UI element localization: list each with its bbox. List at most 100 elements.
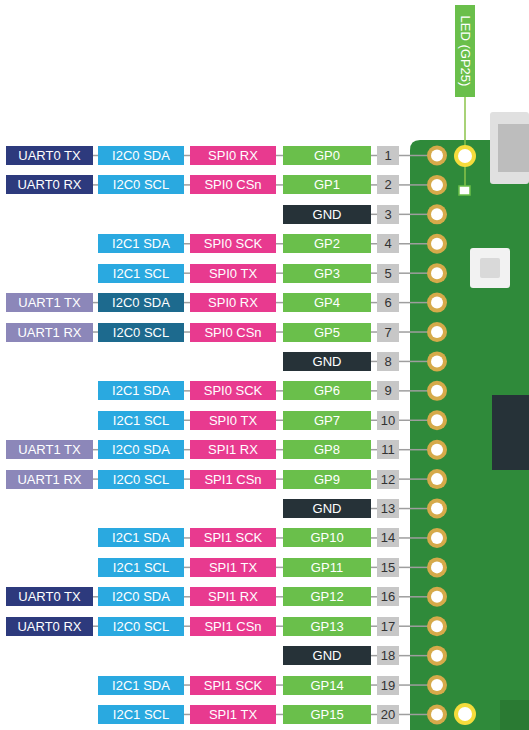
- gpio-label: GP1: [283, 175, 371, 194]
- label-text: GP0: [314, 149, 340, 162]
- pin-number: 20: [377, 705, 399, 724]
- pin-number: 14: [377, 528, 399, 547]
- uart-label: UART0 RX: [6, 617, 93, 636]
- label-text: I2C1 SDA: [112, 679, 170, 692]
- led-leader: [464, 97, 466, 186]
- label-text: UART0 TX: [18, 590, 80, 603]
- label-text: SPI0 TX: [209, 267, 257, 280]
- label-text: 13: [381, 502, 395, 515]
- spi-label: SPI0 SCK: [190, 381, 276, 400]
- label-text: I2C1 SDA: [112, 531, 170, 544]
- pin-pad: [427, 499, 447, 519]
- spi-label: SPI1 SCK: [190, 676, 276, 695]
- label-text: GND: [313, 649, 342, 662]
- label-text: 6: [384, 296, 391, 309]
- pin-pad: [427, 234, 447, 254]
- label-text: GP15: [310, 708, 343, 721]
- pin-pad: [427, 351, 447, 371]
- label-text: I2C0 SDA: [112, 149, 170, 162]
- pin-number: 8: [377, 352, 399, 371]
- label-text: UART1 RX: [17, 326, 81, 339]
- pin-pad: [427, 146, 447, 166]
- gpio-label: GP3: [283, 264, 371, 283]
- pad-leader: [399, 714, 428, 716]
- pin-pad: [427, 322, 447, 342]
- gpio-label: GP7: [283, 411, 371, 430]
- ground-label: GND: [283, 499, 371, 518]
- pin-pad: [427, 704, 447, 724]
- pin-hole: [431, 503, 443, 515]
- pin-number: 17: [377, 617, 399, 636]
- gpio-label: GP5: [283, 323, 371, 342]
- pin-hole: [431, 473, 443, 485]
- spi-label: SPI0 TX: [190, 411, 276, 430]
- gpio-label: GP15: [283, 705, 371, 724]
- pin-number: 3: [377, 205, 399, 224]
- label-text: GP12: [310, 590, 343, 603]
- connector-line: [276, 272, 283, 274]
- label-text: SPI1 CSn: [204, 473, 261, 486]
- label-text: UART0 RX: [17, 178, 81, 191]
- pin-hole: [431, 620, 443, 632]
- connector-line: [276, 243, 283, 245]
- connector-line: [276, 478, 283, 480]
- label-text: I2C1 SDA: [112, 237, 170, 250]
- pad-leader: [399, 596, 428, 598]
- spi-label: SPI1 TX: [190, 558, 276, 577]
- uart-label: UART0 TX: [6, 146, 93, 165]
- connector-line: [276, 302, 283, 304]
- gpio-label: GP13: [283, 617, 371, 636]
- pin-hole: [431, 591, 443, 603]
- gpio-label: GP8: [283, 440, 371, 459]
- pad-leader: [399, 537, 428, 539]
- pad-leader: [399, 420, 428, 422]
- i2c-label: I2C0 SCL: [98, 175, 184, 194]
- label-text: UART0 TX: [18, 149, 80, 162]
- pin-hole: [431, 179, 443, 191]
- chip: [492, 395, 529, 470]
- mount-hole-inner: [458, 149, 472, 163]
- gpio-label: GP6: [283, 381, 371, 400]
- label-text: I2C1 SCL: [113, 708, 169, 721]
- label-text: GP13: [310, 620, 343, 633]
- led-label: LED (GP25): [455, 5, 475, 97]
- label-text: GP1: [314, 178, 340, 191]
- label-text: 1: [384, 149, 391, 162]
- uart-label: UART1 TX: [6, 293, 93, 312]
- label-text: I2C1 SCL: [113, 267, 169, 280]
- label-text: GP11: [311, 561, 343, 574]
- pin-hole: [431, 414, 443, 426]
- pin-hole: [431, 679, 443, 691]
- ground-label: GND: [283, 205, 371, 224]
- i2c-label: I2C0 SDA: [98, 440, 184, 459]
- pin-pad: [427, 440, 447, 460]
- pin-hole: [431, 267, 443, 279]
- label-text: 18: [381, 649, 395, 662]
- pad-leader: [399, 508, 428, 510]
- gpio-label: GP2: [283, 234, 371, 253]
- spi-label: SPI1 CSn: [190, 617, 276, 636]
- i2c-label: I2C1 SCL: [98, 411, 184, 430]
- connector-line: [276, 184, 283, 186]
- label-text: 16: [381, 590, 395, 603]
- pad-leader: [399, 361, 428, 363]
- pad-leader: [399, 684, 428, 686]
- pin-number: 1: [377, 146, 399, 165]
- pad-leader: [399, 567, 428, 569]
- label-text: SPI1 TX: [209, 561, 257, 574]
- connector-line: [276, 596, 283, 598]
- label-text: GP14: [310, 679, 343, 692]
- pad-leader: [399, 390, 428, 392]
- label-text: GND: [313, 355, 342, 368]
- pin-number: 12: [377, 470, 399, 489]
- pin-hole: [431, 444, 443, 456]
- pin-number: 10: [377, 411, 399, 430]
- pin-number: 4: [377, 234, 399, 253]
- gpio-label: GP0: [283, 146, 371, 165]
- pad-leader: [399, 331, 428, 333]
- spi-label: SPI0 SCK: [190, 234, 276, 253]
- ground-label: GND: [283, 646, 371, 665]
- label-text: SPI0 SCK: [204, 384, 263, 397]
- spi-label: SPI0 CSn: [190, 175, 276, 194]
- usb-connector: [490, 112, 529, 184]
